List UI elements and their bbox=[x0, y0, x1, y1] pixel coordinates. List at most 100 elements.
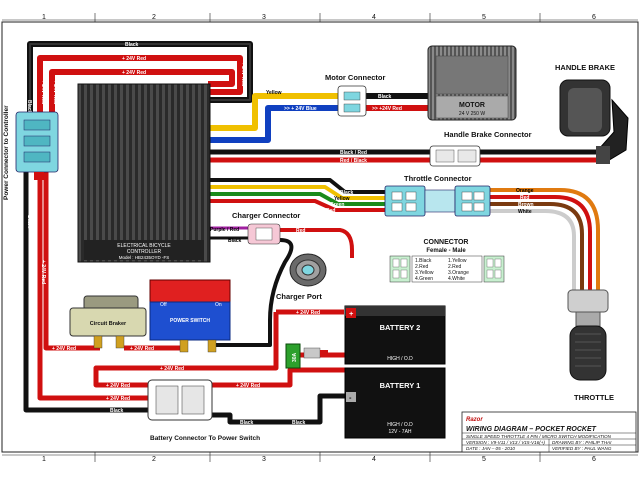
motor-spec: 24 V 250 W bbox=[459, 111, 485, 117]
switch-label: POWER SWITCH bbox=[170, 318, 210, 324]
battery-1-minus: - bbox=[349, 393, 352, 402]
legend-right-4: 4.White bbox=[448, 276, 465, 282]
label-black-battery-conn: Black bbox=[240, 420, 254, 426]
wire-labels: Black + 24V Red + 24V Red Yellow >> + 24… bbox=[26, 42, 534, 426]
diagram-subtitle: SINGLE SPEED THROTTLE 4 PIN / MICRO SWIT… bbox=[466, 434, 612, 439]
wire-red-top-2 bbox=[49, 69, 235, 120]
label-red-throttle: Red bbox=[326, 208, 335, 214]
label-yellow-throttle: Yellow bbox=[334, 196, 350, 202]
handle-brake-connector bbox=[429, 145, 481, 167]
grid-top-1: 1 bbox=[42, 14, 46, 21]
wire-green-throttle bbox=[208, 192, 385, 206]
fuse-label: 30A bbox=[292, 352, 298, 362]
handle-brake-label: HANDLE BRAKE bbox=[555, 63, 615, 72]
battery-2-title: BATTERY 2 bbox=[380, 323, 421, 332]
grid-bottom-3: 3 bbox=[262, 456, 266, 463]
battery-1-spec: 12V - 7AH bbox=[388, 429, 411, 435]
legend-right-3: 3.Orange bbox=[448, 270, 469, 276]
handle-brake-connector-label: Handle Brake Connector bbox=[444, 130, 532, 139]
battery-2-plus: + bbox=[349, 309, 354, 318]
wire-red-breaker bbox=[43, 170, 100, 351]
battery-1: - BATTERY 1 HIGH / O.D 12V - 7AH bbox=[344, 367, 446, 439]
label-red-top-1: + 24V Red bbox=[122, 56, 146, 62]
handle-brake bbox=[559, 79, 629, 164]
label-blue-motor: >> + 24V Blue bbox=[284, 106, 317, 112]
wire-black-throttle bbox=[208, 178, 385, 194]
title-block: Razor WIRING DIAGRAM – POCKET ROCKET SIN… bbox=[461, 411, 637, 453]
wire-orange-throttle bbox=[490, 188, 600, 292]
legend-left-2: 2.Red bbox=[415, 264, 429, 270]
grid-bottom-6: 6 bbox=[592, 456, 596, 463]
label-black-charger-2: Black bbox=[296, 238, 310, 244]
motor-title: MOTOR bbox=[459, 102, 485, 109]
charger-connector-label: Charger Connector bbox=[232, 211, 300, 220]
wire-brown-throttle bbox=[490, 202, 584, 292]
battery-1-bottom: HIGH / O.D bbox=[387, 422, 413, 428]
label-black-motor: Black bbox=[378, 94, 392, 100]
charger-port bbox=[289, 253, 327, 287]
controller-line2: CONTROLLER bbox=[127, 249, 162, 255]
diagram-version: VERSION : V9-V11 / V13 / V15-V16(+) bbox=[466, 440, 545, 445]
label-green-throttle: Green bbox=[330, 202, 344, 208]
legend-left-3: 3.Yellow bbox=[415, 270, 434, 276]
label-red-charger: Red bbox=[296, 228, 305, 234]
label-black-vert: Black bbox=[26, 100, 32, 114]
label-black-red-brake: Black / Red bbox=[340, 150, 367, 156]
label-red-motor: >> +24V Red bbox=[372, 106, 402, 112]
legend-right-1: 1.Yellow bbox=[448, 258, 467, 264]
label-red-switch-battery: + 24V Red bbox=[296, 310, 320, 316]
wire-yellow-motor bbox=[208, 93, 340, 131]
motor-connector-label: Motor Connector bbox=[325, 73, 385, 82]
label-red-top-2: + 24V Red bbox=[122, 70, 146, 76]
diagram-date: DATE : JAN – 05 - 2010 bbox=[466, 446, 515, 451]
label-black-charger: Black bbox=[228, 238, 242, 244]
grid-bottom-4: 4 bbox=[372, 456, 376, 463]
throttle-connector bbox=[384, 185, 491, 217]
legend-subtitle: Female - Male bbox=[426, 248, 466, 254]
wire-yellow-throttle bbox=[208, 185, 385, 200]
diagram-title: WIRING DIAGRAM – POCKET ROCKET bbox=[466, 426, 597, 433]
wire-red-left bbox=[37, 170, 150, 401]
motor: MOTOR 24 V 250 W bbox=[427, 45, 517, 121]
controller-line1: ELECTRICAL BICYCLE bbox=[117, 243, 171, 249]
wire-black-battery-conn bbox=[208, 393, 345, 425]
battery-2: + BATTERY 2 HIGH / O.D bbox=[344, 305, 446, 365]
label-red-vert-left: + 24V Red bbox=[40, 260, 46, 284]
label-black-vert-left: Black bbox=[26, 215, 32, 229]
charger-port-label: Charger Port bbox=[276, 292, 322, 301]
wire-black-left bbox=[23, 170, 150, 413]
battery-1-title: BATTERY 1 bbox=[380, 381, 421, 390]
wire-red-throttle bbox=[208, 199, 385, 212]
wire-red-top-1 bbox=[37, 55, 243, 120]
grid-top-6: 6 bbox=[592, 14, 596, 21]
grid-top-4: 4 bbox=[372, 14, 376, 21]
label-red-loop: + 24V Red bbox=[160, 366, 184, 372]
wire-red-charger bbox=[280, 228, 354, 258]
label-red-throttle-r: Red bbox=[520, 195, 529, 201]
battery-connector-label: Battery Connector To Power Switch bbox=[150, 435, 260, 442]
legend-right-2: 2.Red bbox=[448, 264, 462, 270]
label-red-vert-1: + 24V Red bbox=[40, 80, 46, 104]
grid-top-3: 3 bbox=[262, 14, 266, 21]
brand-logo: Razor bbox=[466, 417, 483, 423]
switch-on: On bbox=[215, 302, 222, 308]
legend-title: CONNECTOR bbox=[424, 239, 469, 246]
throttle bbox=[567, 289, 609, 381]
legend-left-1: 1.Black bbox=[415, 258, 432, 264]
wires bbox=[23, 41, 600, 425]
label-white-throttle: White bbox=[518, 209, 532, 215]
power-connector bbox=[15, 111, 59, 180]
label-red-battery-conn: + 24V Red bbox=[236, 383, 260, 389]
label-purple-charger: Purple / Red bbox=[210, 227, 239, 233]
label-orange-throttle: Orange bbox=[516, 188, 534, 194]
wire-black-charger-2 bbox=[216, 238, 294, 347]
grid-bottom-1: 1 bbox=[42, 456, 46, 463]
battery-connector bbox=[147, 379, 213, 421]
grid-frame: 1 2 3 4 5 6 1 2 3 4 5 6 bbox=[1, 13, 639, 463]
label-red-left: + 24V Red bbox=[106, 396, 130, 402]
wire-white-throttle bbox=[490, 209, 576, 292]
circuit-breaker: Circuit Braker bbox=[69, 295, 147, 349]
label-black-battery-conn-2: Black bbox=[292, 420, 306, 426]
circuit-breaker-label: Circuit Braker bbox=[90, 321, 127, 327]
